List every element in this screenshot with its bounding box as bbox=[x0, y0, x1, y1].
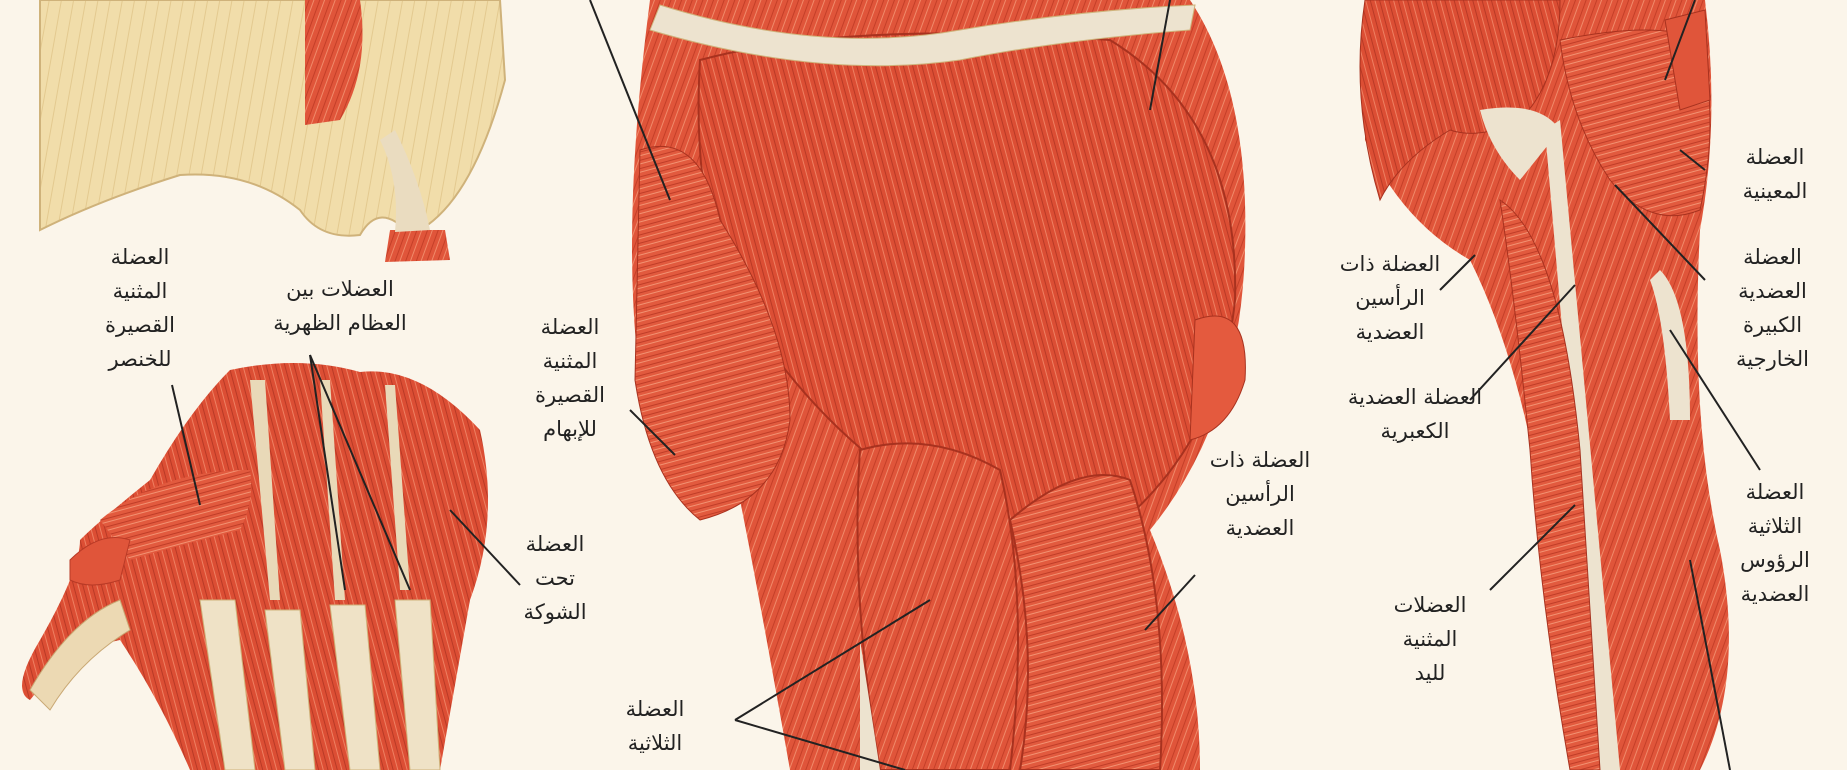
shoulder-arm-illustration bbox=[632, 0, 1245, 770]
label-brachioradialis: العضلة العضدية الكعبرية bbox=[1300, 380, 1530, 448]
label-extensor-carpi-radialis: العضلة العضدية الكبيرة الخارجية bbox=[1700, 240, 1845, 376]
label-triceps-bottom: العضلة الثلاثية bbox=[590, 692, 720, 760]
label-biceps-right: العضلة ذات الرأسين العضدية bbox=[1300, 247, 1480, 349]
label-dorsal-interossei: العضلات بين العظام الظهرية bbox=[225, 272, 455, 340]
pelvis-bone-illustration bbox=[40, 0, 505, 262]
label-flexor-pollicis-brevis: العضلة المثنية القصيرة للإبهام bbox=[500, 310, 640, 446]
label-forearm-flexors: العضلات المثنية لليد bbox=[1360, 588, 1500, 690]
hand-muscles-illustration bbox=[22, 363, 488, 770]
label-infraspinatus: العضلة تحت الشوكة bbox=[490, 527, 620, 629]
label-biceps-center: العضلة ذات الرأسين العضدية bbox=[1170, 443, 1350, 545]
label-triceps-right: العضلة الثلاثية الرؤوس العضدية bbox=[1705, 475, 1845, 611]
label-abductor-digiti-minimi: العضلة المثنية القصيرة للخنصر bbox=[60, 240, 220, 376]
label-anconeus: العضلة المعينية bbox=[1705, 140, 1845, 208]
